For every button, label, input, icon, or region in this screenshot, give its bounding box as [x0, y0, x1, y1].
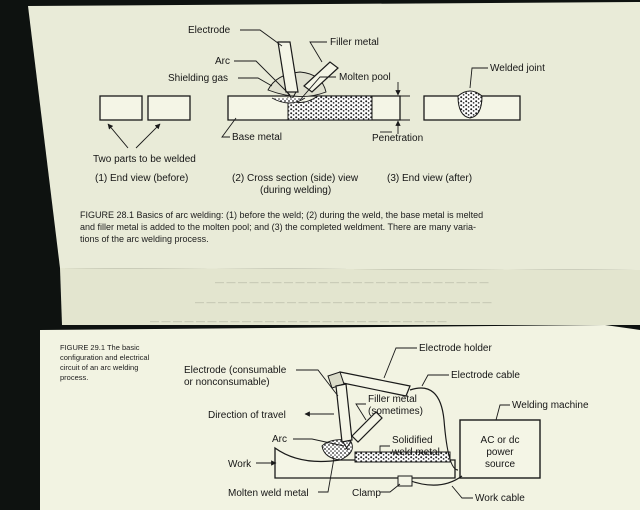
- power-label-3: source: [485, 459, 515, 470]
- figure-28-1: Two parts to be welded (1) End view (bef…: [80, 25, 545, 244]
- welded-joint-bead: [457, 90, 483, 119]
- label-electrode-holder: Electrode holder: [419, 343, 492, 354]
- caption-29-1-line3: circuit of an arc welding: [60, 363, 138, 372]
- leader-base-metal: [221, 117, 237, 138]
- molten-pool: [271, 97, 306, 104]
- caption-28-1-line1: FIGURE 28.1 Basics of arc welding: (1) b…: [80, 210, 483, 220]
- bleed-through-band: [60, 268, 640, 325]
- label-electrode: Electrode: [188, 25, 231, 36]
- leader-molten-pool: [299, 76, 336, 101]
- label-filler-1: Filler metal: [368, 394, 417, 405]
- leader-electrode: [240, 29, 283, 47]
- figure-29-1: FIGURE 29.1 The basic configuration and …: [60, 343, 589, 504]
- arrow-to-left-part: [107, 123, 129, 149]
- caption-29-1-line1: FIGURE 29.1 The basic: [60, 343, 140, 352]
- leader-shielding-gas: [238, 77, 273, 87]
- leader-welding-machine: [495, 404, 510, 421]
- label-arc-2: Arc: [272, 434, 287, 445]
- leader-clamp: [380, 483, 401, 493]
- label-two-parts: Two parts to be welded: [93, 154, 196, 165]
- view-label-after: (3) End view (after): [387, 173, 472, 184]
- label-molten-weld-metal: Molten weld metal: [228, 488, 309, 499]
- label-electrode-2: or nonconsumable): [184, 377, 270, 388]
- label-arc: Arc: [215, 56, 230, 67]
- label-work-cable: Work cable: [475, 493, 525, 504]
- view-label-during-1: (2) Cross section (side) view: [232, 173, 359, 184]
- label-filler-metal: Filler metal: [330, 37, 379, 48]
- label-base-metal: Base metal: [232, 132, 282, 143]
- solidified-weld-metal: [354, 451, 451, 463]
- leader-filler-2: [355, 403, 367, 421]
- leader-holder: [383, 347, 417, 379]
- leader-filler: [309, 41, 327, 63]
- part-right: [147, 95, 191, 121]
- leader-molten-weld: [318, 457, 335, 493]
- label-molten-pool: Molten pool: [339, 72, 391, 83]
- view-label-during-2: (during welding): [260, 185, 331, 196]
- label-filler-2: (sometimes): [368, 406, 423, 417]
- leader-welded-joint: [469, 67, 488, 89]
- electrode: [335, 383, 353, 443]
- caption-28-1-line2: and filler metal is added to the molten …: [80, 222, 476, 232]
- leader-arc: [234, 60, 291, 96]
- leader-electrode-2: [296, 369, 339, 397]
- leader-electrode-cable: [421, 374, 449, 387]
- arc-glyph-2: [342, 440, 352, 451]
- label-solidified-1: Solidified: [392, 435, 433, 446]
- bleed-through-text-3: — — — — — — — — — — — — — — — — — — — — …: [150, 316, 447, 326]
- label-work: Work: [228, 459, 252, 470]
- power-label-2: power: [486, 447, 514, 458]
- filler-rod: [351, 411, 383, 443]
- label-clamp: Clamp: [352, 488, 381, 499]
- label-penetration: Penetration: [372, 133, 423, 144]
- upper-page: [28, 2, 640, 270]
- leader-work-cable: [451, 485, 473, 499]
- power-label-1: AC or dc: [481, 435, 520, 446]
- part-left: [99, 95, 143, 121]
- label-welding-machine: Welding machine: [512, 400, 589, 411]
- bleed-through-text-2: — — — — — — — — — — — — — — — — — — — — …: [195, 297, 492, 307]
- label-shielding-gas: Shielding gas: [168, 73, 228, 84]
- arrow-to-right-part: [135, 123, 161, 149]
- electrode-cable: [409, 387, 459, 471]
- view-label-before: (1) End view (before): [95, 173, 188, 184]
- leader-arc-2: [293, 438, 345, 447]
- caption-28-1-line3: tions of the arc welding process.: [80, 234, 209, 244]
- label-direction-of-travel: Direction of travel: [208, 410, 286, 421]
- work-cable: [407, 475, 463, 486]
- leader-solidified: [379, 445, 390, 454]
- label-welded-joint: Welded joint: [490, 63, 545, 74]
- caption-29-1-line2: configuration and electrical: [60, 353, 150, 362]
- electrode-rod: [277, 41, 299, 93]
- label-electrode-cable: Electrode cable: [451, 370, 520, 381]
- label-electrode-1: Electrode (consumable: [184, 365, 287, 376]
- label-solidified-2: weld metal: [391, 447, 440, 458]
- bleed-through-text-1: — — — — — — — — — — — — — — — — — — — — …: [215, 277, 489, 287]
- caption-29-1-line4: process.: [60, 373, 88, 382]
- power-source-box: [459, 419, 541, 479]
- clamp: [397, 475, 413, 487]
